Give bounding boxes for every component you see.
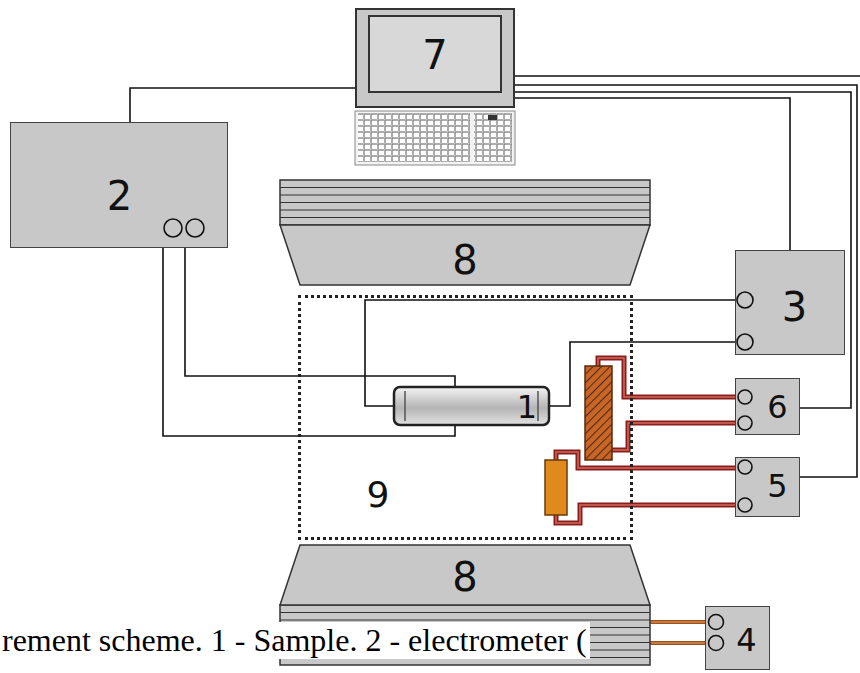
callout-number: 4 xyxy=(736,624,756,656)
terminal-socket xyxy=(738,416,752,430)
magnet-pole-top: 8 xyxy=(280,180,650,285)
measurement-region: 91 xyxy=(298,295,633,540)
figure-caption: rement scheme. 1 - Sample. 2 - electrome… xyxy=(2,622,590,659)
node-outline xyxy=(298,295,633,540)
callout-number: 9 xyxy=(367,477,390,513)
heater-wire-core xyxy=(556,452,735,468)
callout-number: 7 xyxy=(422,35,447,75)
keyboard-key xyxy=(488,115,497,120)
keyboard-numpad xyxy=(474,113,512,162)
keyboard-keys xyxy=(358,113,470,162)
callout-number: 2 xyxy=(107,176,132,216)
node-outline xyxy=(735,378,800,435)
keyboard-body xyxy=(355,111,515,165)
heater-wire-core xyxy=(556,505,735,523)
coil-turn xyxy=(280,202,650,203)
node-outline xyxy=(735,457,800,517)
heater-supply-box: 6 xyxy=(735,378,800,435)
coil-turn xyxy=(280,612,650,613)
terminal-socket xyxy=(738,460,752,474)
signal-wire xyxy=(515,85,857,477)
hatched-heater xyxy=(585,366,612,460)
terminal-socket xyxy=(737,292,753,308)
heater-wire xyxy=(556,505,735,523)
computer-monitor: 7 xyxy=(355,8,515,108)
magnet-coil xyxy=(280,180,650,225)
terminal-socket xyxy=(708,614,723,629)
signal-wire xyxy=(163,248,455,436)
signal-wire xyxy=(515,98,790,250)
signal-wire xyxy=(130,88,355,122)
heater-wire xyxy=(556,452,735,468)
terminal-socket xyxy=(164,219,182,237)
orange-heater xyxy=(545,460,567,515)
terminal-socket xyxy=(186,219,204,237)
sample-cap xyxy=(537,391,539,421)
terminal-socket xyxy=(738,498,752,512)
heater-wire-core xyxy=(598,358,735,397)
signal-wire xyxy=(365,300,735,406)
sample-body xyxy=(394,387,549,425)
callout-number: 5 xyxy=(767,470,787,502)
magnet-supply-box: 4 xyxy=(705,606,770,670)
coil-turn xyxy=(280,210,650,211)
sample-cap xyxy=(404,391,406,421)
terminal-socket xyxy=(737,334,753,350)
signal-wire xyxy=(550,342,735,406)
callout-number: 1 xyxy=(517,391,537,423)
electrometer-box: 2 xyxy=(10,122,228,248)
coil-turn xyxy=(280,217,650,218)
sample-cylinder: 1 xyxy=(393,386,550,426)
callout-number: 8 xyxy=(452,240,477,280)
coil-turn xyxy=(280,620,650,621)
heater-wires xyxy=(556,358,735,523)
coil-turn xyxy=(280,195,650,196)
callout-number: 3 xyxy=(782,287,807,327)
monitor-screen xyxy=(369,16,501,92)
keyboard xyxy=(355,111,515,165)
terminal-socket xyxy=(738,390,752,404)
signal-wire xyxy=(185,248,455,386)
heater-wire xyxy=(598,358,735,397)
coil-wire-core xyxy=(650,621,705,622)
callout-number: 6 xyxy=(767,391,787,423)
callout-number: 8 xyxy=(452,557,477,597)
signal-wire xyxy=(650,620,705,624)
coil-wire-core xyxy=(650,642,705,643)
coil-wire xyxy=(650,641,705,645)
coil-turn xyxy=(280,187,650,188)
signal-wire xyxy=(515,75,860,77)
terminal-socket xyxy=(708,635,723,650)
magnet-pole xyxy=(280,545,650,605)
magnet-pole xyxy=(280,225,650,285)
heater-supply-box: 5 xyxy=(735,457,800,517)
signal-wire xyxy=(515,92,851,408)
instrument-box: 3 xyxy=(735,250,845,355)
